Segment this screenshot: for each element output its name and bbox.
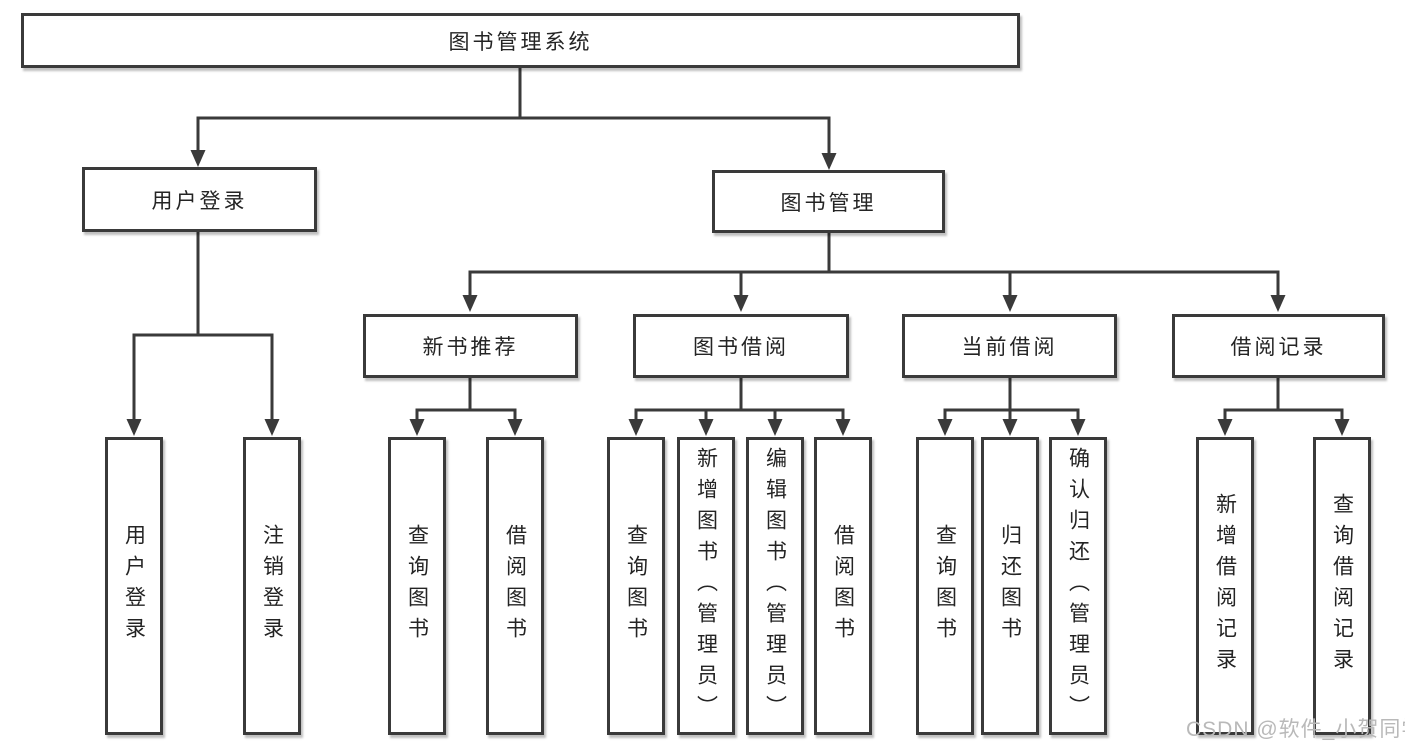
node-label: 编辑图书（管理员） (763, 446, 787, 726)
node-label: 新增借阅记录 (1213, 493, 1237, 679)
leaf-query-books-current: 查询图书 (916, 437, 974, 735)
node-label: 图书管理系统 (448, 30, 593, 54)
node-label: 查询图书 (405, 524, 429, 648)
connector-new-book-recommendation-children (409, 378, 523, 436)
leaf-confirm-return-admin: 确认归还（管理员） (1049, 437, 1107, 735)
connector-book-management-children (462, 233, 1286, 312)
leaf-add-books-admin: 新增图书（管理员） (677, 437, 735, 735)
node-label: 用户登录 (122, 524, 146, 648)
watermark-text: CSDN @软件_小贺同学 (1186, 718, 1405, 741)
node-label: 借阅图书 (503, 524, 527, 648)
node-book-management: 图书管理 (712, 170, 945, 233)
node-label: 图书管理 (780, 191, 877, 215)
connector-book-borrowing-children (628, 378, 851, 436)
node-label: 新增图书（管理员） (694, 446, 718, 726)
node-label: 查询图书 (624, 524, 648, 648)
node-label: 查询图书 (933, 524, 957, 648)
node-label: 借阅记录 (1230, 336, 1327, 359)
node-current-borrowing: 当前借阅 (902, 314, 1117, 378)
node-user-login: 用户登录 (82, 167, 317, 232)
node-label: 当前借阅 (961, 336, 1058, 359)
leaf-logout: 注销登录 (243, 437, 301, 735)
node-label: 图书借阅 (693, 336, 789, 359)
node-book-borrowing: 图书借阅 (633, 314, 849, 378)
connector-borrowing-records-children (1217, 378, 1350, 436)
node-label: 新书推荐 (422, 336, 519, 359)
leaf-user-login: 用户登录 (105, 437, 163, 735)
leaf-query-books-borrowing: 查询图书 (607, 437, 665, 735)
node-label: 用户登录 (151, 189, 248, 213)
node-label: 借阅图书 (831, 524, 855, 648)
connector-current-borrowing-children (937, 378, 1086, 436)
node-root: 图书管理系统 (21, 13, 1020, 68)
node-label: 查询借阅记录 (1330, 493, 1354, 679)
node-label: 注销登录 (260, 524, 284, 648)
node-borrowing-records: 借阅记录 (1172, 314, 1385, 378)
leaf-return-books: 归还图书 (981, 437, 1039, 735)
leaf-borrow-books-recommend: 借阅图书 (486, 437, 544, 735)
node-label: 确认归还（管理员） (1066, 446, 1090, 726)
connector-user-login-children (126, 232, 280, 436)
node-label: 归还图书 (998, 524, 1022, 648)
leaf-borrow-books-borrowing: 借阅图书 (814, 437, 872, 735)
leaf-query-books-recommend: 查询图书 (388, 437, 446, 735)
leaf-query-borrow-record: 查询借阅记录 (1313, 437, 1371, 735)
leaf-add-borrow-record: 新增借阅记录 (1196, 437, 1254, 735)
connector-root-to-level2 (190, 68, 837, 170)
leaf-edit-books-admin: 编辑图书（管理员） (746, 437, 804, 735)
node-new-book-recommendation: 新书推荐 (363, 314, 578, 378)
